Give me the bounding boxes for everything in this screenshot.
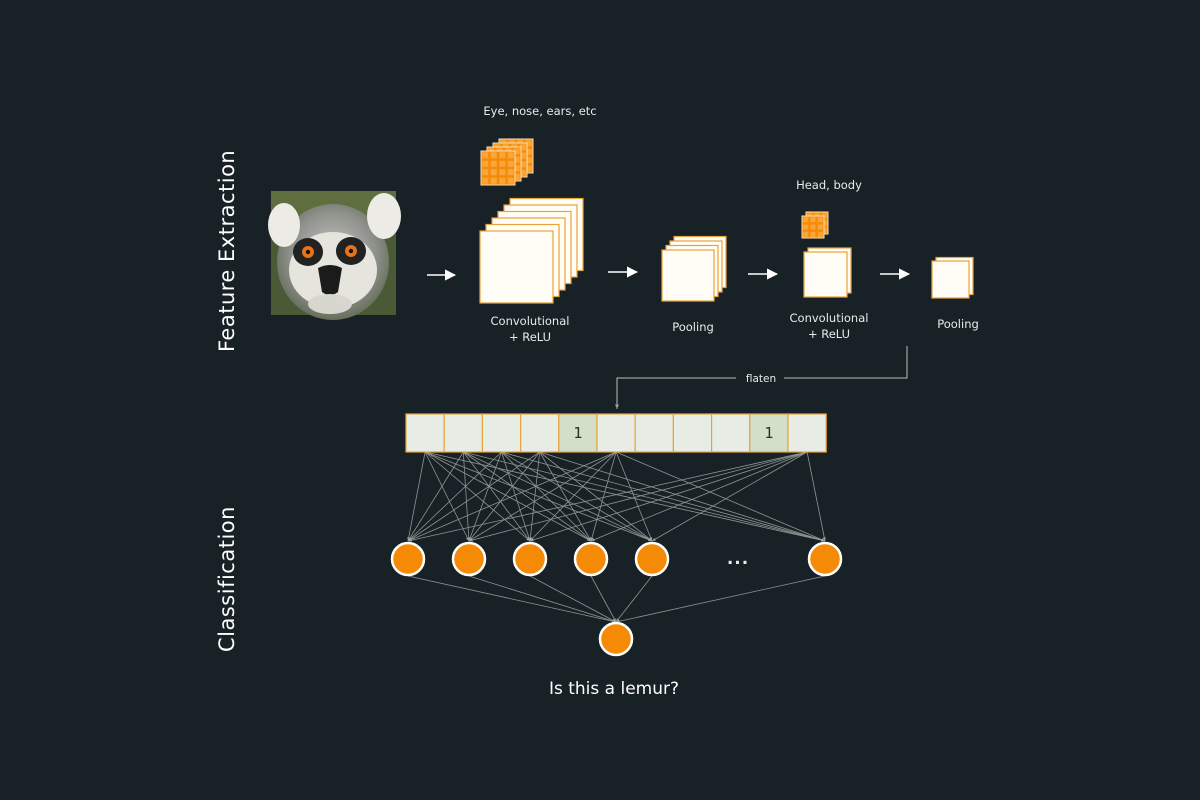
conv1-features-label: Eye, nose, ears, etc: [483, 104, 596, 118]
pool2-feature-map: [931, 260, 970, 299]
connection-line: [468, 451, 617, 542]
conv2-filter-stack: [801, 211, 829, 239]
connection-line: [424, 451, 592, 542]
conv2-label-line1: Convolutional: [790, 311, 869, 325]
hidden-node: [573, 541, 609, 577]
connection-line: [468, 451, 541, 542]
connection-line: [590, 575, 617, 623]
connection-line: [615, 451, 653, 542]
connection-line: [463, 451, 826, 542]
question-label: Is this a lemur?: [549, 679, 679, 699]
connection-line: [424, 451, 531, 542]
connection-line: [407, 451, 540, 542]
conv1-feature-map-stack: [479, 197, 584, 304]
input-image: [268, 191, 401, 320]
conv2-feature-map-stack: [803, 247, 852, 298]
vector-cell: [405, 413, 445, 453]
connection-line: [463, 451, 592, 542]
connection-line: [539, 451, 653, 542]
connection-line: [407, 451, 808, 542]
connection-line: [539, 451, 826, 542]
conv2-filter: [801, 215, 825, 239]
vector-cell: [481, 413, 522, 453]
connection-line: [463, 451, 653, 542]
connection-line: [590, 451, 617, 542]
connection-line: [468, 575, 617, 623]
connection-line: [590, 451, 808, 542]
connection-line: [501, 451, 592, 542]
ellipsis: ...: [727, 549, 749, 569]
vector-cell: [787, 413, 827, 453]
flatten-label: flaten: [746, 373, 776, 385]
connection-line: [615, 575, 826, 623]
vector-cell: [634, 413, 675, 453]
pool1-feature-map-stack: [661, 235, 727, 302]
connection-line: [462, 451, 531, 542]
connection-line: [407, 451, 502, 542]
connection-line: [529, 451, 617, 542]
connection-line: [529, 575, 617, 623]
connection-line: [501, 451, 826, 542]
connection-line: [615, 575, 653, 623]
vector-cell: [519, 413, 560, 453]
connection-line: [468, 451, 808, 542]
connection-line: [424, 451, 653, 542]
hidden-layer: [390, 541, 843, 577]
connection-line: [539, 451, 592, 542]
connection-line: [806, 451, 826, 542]
vector-cell: 1: [749, 413, 789, 453]
hidden-node: [390, 541, 426, 577]
vector-cell: 1: [558, 413, 598, 453]
conv2-label-line2: + ReLU: [808, 327, 850, 341]
pool1-feature-map: [661, 249, 715, 302]
connection-line: [407, 451, 464, 542]
connection-line: [501, 451, 531, 542]
vector-cell: [596, 413, 636, 453]
pool2-label: Pooling: [937, 317, 979, 331]
hidden-node: [634, 541, 670, 577]
connections: [407, 451, 826, 623]
vector-cell: [710, 413, 751, 453]
classification-label: Classification: [215, 506, 239, 652]
pool1-label: Pooling: [672, 320, 714, 334]
conv1-feature-map: [479, 230, 554, 304]
feature-extraction-label: Feature Extraction: [215, 150, 239, 352]
conv2-features-label: Head, body: [796, 178, 862, 192]
connection-line: [425, 451, 826, 542]
pool2-feature-map-stack: [931, 256, 974, 299]
conv1-label-line1: Convolutional: [491, 314, 570, 328]
vector-cell-value: 1: [573, 424, 582, 442]
connection-line: [462, 451, 471, 542]
hidden-node: [807, 541, 843, 577]
conv1-filter-stack: [480, 138, 534, 186]
connection-line: [651, 451, 808, 542]
conv2-feature-map: [803, 251, 848, 298]
connection-line: [529, 451, 808, 542]
output-node: [598, 621, 634, 657]
connection-line: [501, 451, 653, 542]
connection-line: [407, 575, 617, 623]
connection-line: [615, 451, 826, 542]
vector-cell: [672, 413, 713, 453]
vector-cell-value: 1: [764, 424, 773, 442]
conv1-label-line2: + ReLU: [509, 330, 551, 344]
connection-line: [528, 451, 541, 542]
hidden-node: [512, 541, 548, 577]
hidden-node: [451, 541, 487, 577]
connection-line: [407, 451, 426, 542]
connection-line: [407, 451, 617, 542]
connection-line: [424, 451, 470, 542]
conv1-filter: [480, 150, 516, 186]
vector-cell: [443, 413, 484, 453]
